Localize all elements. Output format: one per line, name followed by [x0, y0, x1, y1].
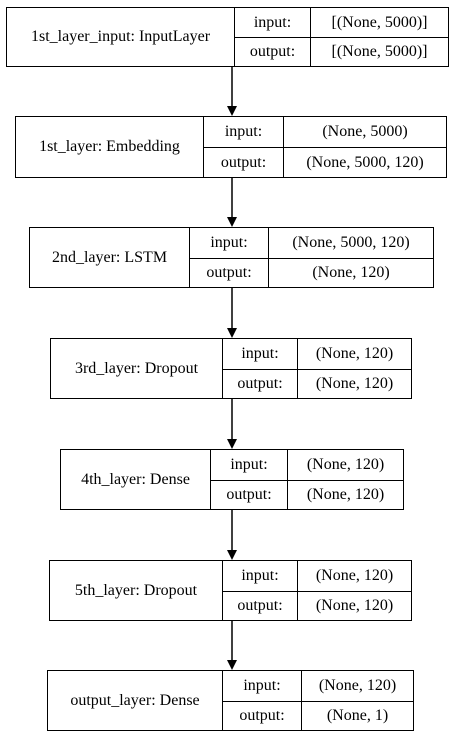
input-shape: [(None, 5000)]	[310, 7, 449, 38]
input-shape: (None, 5000)	[283, 116, 447, 148]
arrow-head	[227, 660, 237, 670]
input-shape: (None, 5000, 120)	[268, 227, 434, 259]
input-shape: (None, 120)	[297, 560, 412, 592]
arrow-head	[227, 328, 237, 338]
layer-name: 4th_layer: Dense	[60, 449, 211, 510]
input-label: input:	[203, 116, 284, 148]
input-label: input:	[222, 560, 298, 592]
input-shape: (None, 120)	[297, 338, 412, 370]
output-shape: (None, 120)	[297, 369, 412, 399]
output-shape: [(None, 5000)]	[310, 37, 449, 67]
layer-name: 1st_layer_input: InputLayer	[6, 7, 235, 67]
layer-name: 2nd_layer: LSTM	[29, 227, 190, 288]
arrow-head	[227, 550, 237, 560]
input-shape: (None, 120)	[287, 449, 404, 481]
input-shape: (None, 120)	[301, 670, 414, 702]
output-shape: (None, 120)	[297, 591, 412, 621]
output-shape: (None, 120)	[287, 480, 404, 510]
arrow-head	[227, 217, 237, 227]
layer-name: 1st_layer: Embedding	[15, 116, 204, 178]
output-shape: (None, 5000, 120)	[283, 147, 447, 178]
output-shape: (None, 1)	[301, 701, 414, 731]
output-shape: (None, 120)	[268, 258, 434, 288]
layer-name: output_layer: Dense	[47, 670, 223, 731]
output-label: output:	[222, 701, 302, 731]
output-label: output:	[234, 37, 311, 67]
output-label: output:	[189, 258, 269, 288]
arrow-head	[227, 106, 237, 116]
output-label: output:	[222, 591, 298, 621]
input-label: input:	[222, 670, 302, 702]
input-label: input:	[234, 7, 311, 38]
output-label: output:	[203, 147, 284, 178]
arrow-head	[227, 439, 237, 449]
layer-name: 3rd_layer: Dropout	[50, 338, 223, 399]
input-label: input:	[210, 449, 288, 481]
output-label: output:	[210, 480, 288, 510]
output-label: output:	[222, 369, 298, 399]
layer-name: 5th_layer: Dropout	[49, 560, 223, 621]
input-label: input:	[222, 338, 298, 370]
input-label: input:	[189, 227, 269, 259]
